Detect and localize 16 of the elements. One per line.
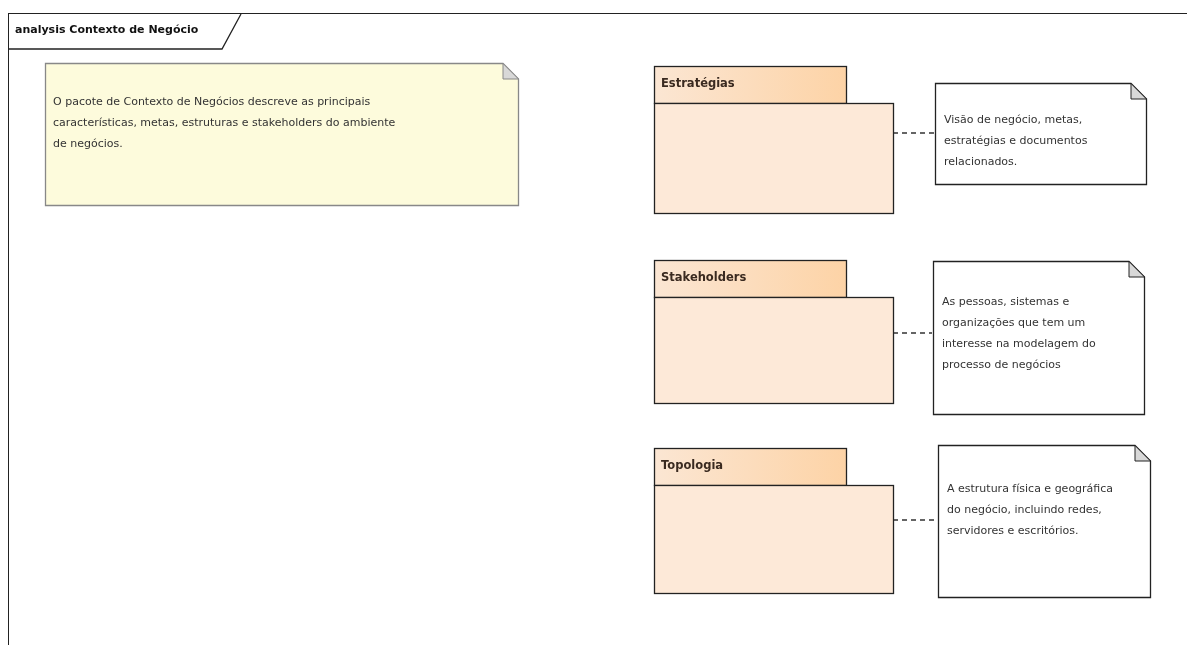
frame-title: analysis Contexto de Negócio bbox=[15, 23, 199, 36]
note-text: Visão de negócio, metas, estratégias e documentos relacionados. bbox=[944, 112, 1089, 170]
package-shape bbox=[654, 66, 894, 214]
note-shape bbox=[938, 445, 1151, 598]
note-shape bbox=[935, 83, 1147, 185]
note-shape bbox=[45, 63, 519, 206]
package-shape bbox=[654, 448, 894, 594]
package-name: Topologia bbox=[661, 458, 724, 472]
diagram-frame bbox=[8, 13, 1187, 645]
note-shape bbox=[933, 261, 1145, 415]
package-shape bbox=[654, 260, 894, 404]
package-name: Estratégias bbox=[661, 76, 735, 90]
note-text: As pessoas, sistemas e organizações que tem um interesse na modelagem do processo de negócios bbox=[942, 294, 1097, 373]
package-name: Stakeholders bbox=[661, 270, 747, 284]
note-text: A estrutura física e geográfica do negócio, incluindo redes, servidores e escritórios. bbox=[947, 481, 1115, 539]
note-text: O pacote de Contexto de Negócios descreve as principais características, metas, estruturas e stakeholders do ambiente de negócios. bbox=[53, 94, 397, 152]
